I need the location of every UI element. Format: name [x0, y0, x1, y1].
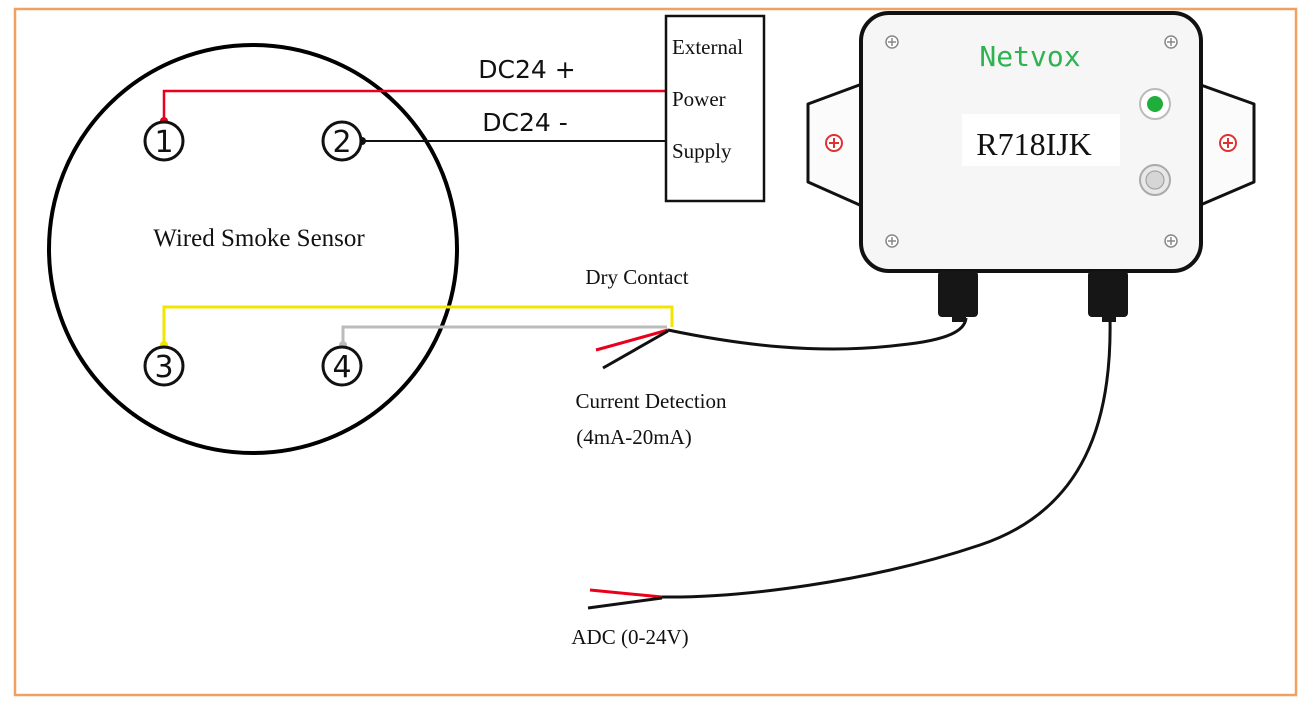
power-supply-line1: External — [672, 35, 743, 59]
external-power-supply: External Power Supply — [664, 14, 766, 203]
function-button-icon — [1139, 164, 1171, 196]
terminal-1-label: 1 — [154, 125, 173, 160]
right-ear-screw-icon — [1219, 134, 1237, 152]
power-supply-box — [664, 14, 766, 203]
terminal-2-label: 2 — [332, 125, 351, 160]
device-model: R718IJK — [976, 126, 1092, 162]
netvox-device: Netvox R718IJK — [806, 11, 1256, 322]
terminal-4-label: 4 — [332, 350, 351, 385]
dry-contact-label: Dry Contact — [585, 265, 688, 289]
dc24-negative-label: DC24 - — [482, 108, 568, 137]
power-supply-line3: Supply — [672, 139, 732, 163]
terminal-2: 2 — [321, 120, 363, 162]
current-detection-label: Current Detection — [575, 389, 727, 413]
dry-contact-cable — [667, 317, 968, 351]
adc-label: ADC (0-24V) — [571, 625, 688, 649]
left-ear-screw-icon — [825, 134, 843, 152]
adc-wires — [587, 317, 1112, 610]
current-detection-black-lead — [602, 329, 669, 370]
case-screw-icon — [1164, 35, 1178, 49]
current-detection-red-lead — [595, 328, 669, 352]
case-screw-icon — [885, 35, 899, 49]
adc-black-lead — [587, 596, 663, 610]
power-supply-line2: Power — [672, 87, 726, 111]
adc-red-lead — [589, 588, 663, 599]
power-wires: DC24 + DC24 - — [160, 55, 666, 145]
terminal-3-label: 3 — [154, 350, 173, 385]
left-cable-gland — [938, 271, 978, 322]
case-screw-icon — [1164, 234, 1178, 248]
right-cable-gland — [1088, 271, 1128, 322]
smoke-sensor: Wired Smoke Sensor — [47, 43, 459, 455]
dc24-positive-label: DC24 + — [478, 55, 575, 84]
terminal-4: 4 — [321, 345, 363, 387]
yellow-wire — [162, 305, 674, 345]
sensor-label: Wired Smoke Sensor — [153, 225, 365, 252]
adc-cable — [661, 317, 1112, 599]
sensor-terminals: 1 2 3 4 — [143, 120, 363, 387]
gray-wire — [341, 325, 667, 345]
terminal-3: 3 — [143, 345, 185, 387]
model-label-plate — [962, 114, 1120, 166]
dc24-positive-wire — [162, 89, 666, 122]
terminal-1: 1 — [143, 120, 185, 162]
case-screw-icon — [885, 234, 899, 248]
status-led-icon — [1139, 88, 1171, 120]
diagram-frame — [13, 7, 1298, 697]
device-brand: Netvox — [979, 40, 1080, 73]
signal-wires — [160, 305, 968, 370]
current-range-label: (4mA-20mA) — [576, 425, 691, 449]
